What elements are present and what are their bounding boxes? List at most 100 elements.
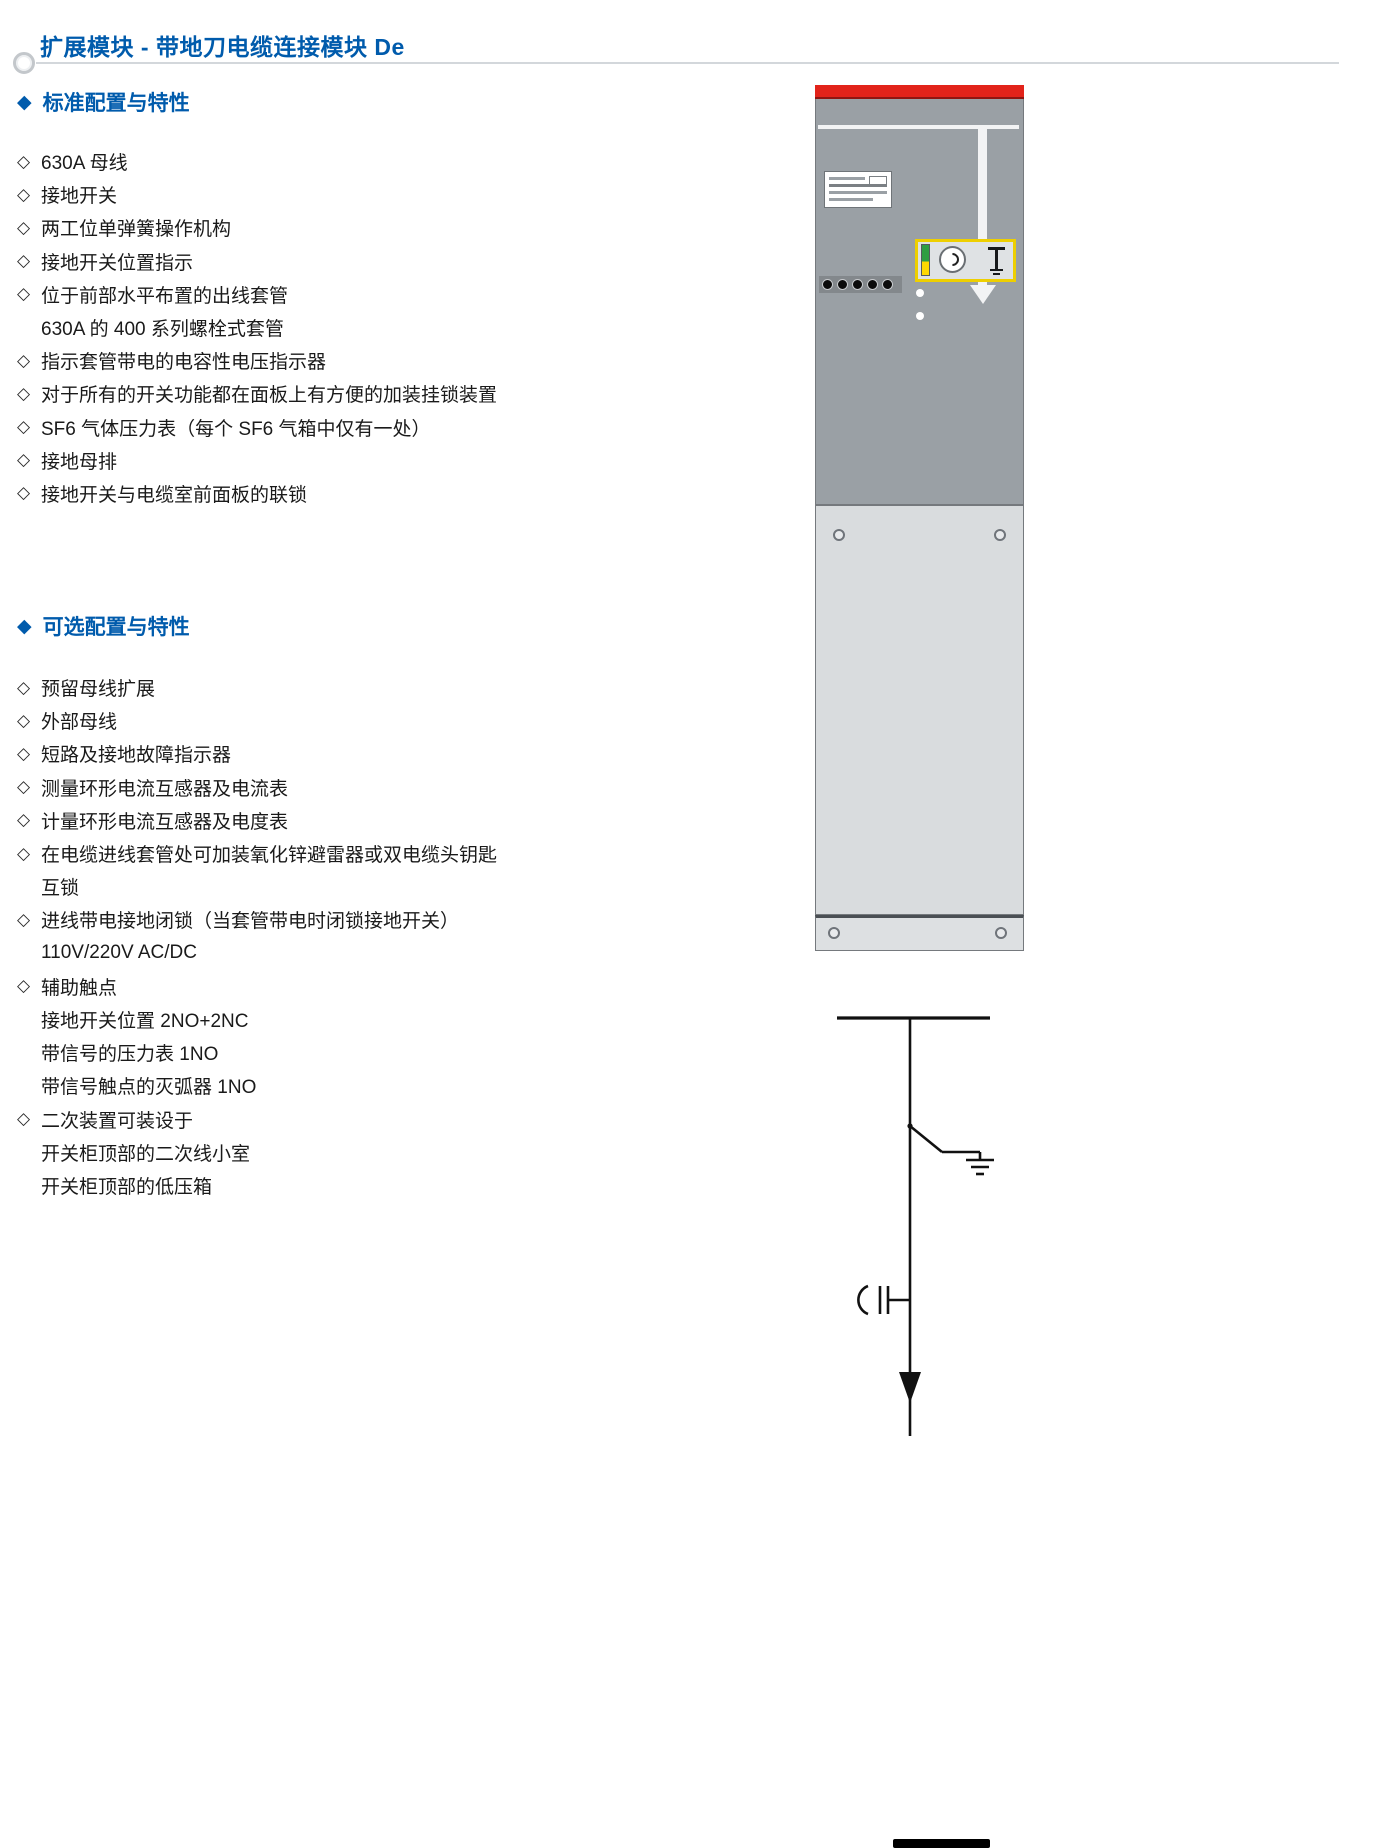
list-item-text: 测量环形电流互感器及电流表 (41, 778, 289, 800)
list-item-text: 位于前部水平布置的出线套管 (41, 285, 289, 307)
list-item: ◇接地母排 (17, 444, 497, 477)
switchgear-cabinet-illustration (815, 85, 1024, 951)
diamond-outline-icon: ◇ (17, 417, 31, 437)
cabinet-red-band-shadow (815, 97, 1024, 99)
single-line-diagram (837, 1016, 994, 1436)
list-item-text: 接地开关 (41, 186, 118, 208)
feeder-marking (978, 125, 987, 285)
list-subitem-text: 开关柜顶部的二次线小室 (41, 1143, 251, 1165)
earthing-switch-symbol (907, 1123, 980, 1154)
screw-icon (995, 927, 1007, 939)
indicator-dot (822, 279, 833, 290)
list-item-text: 指示套管带电的电容性电压指示器 (41, 352, 327, 374)
padlock-hole-icon (916, 289, 924, 297)
list-subitem-text: 带信号触点的灭弧器 1NO (41, 1077, 257, 1099)
list-item: ◇ 接地开关与电缆室前面板的联锁 (17, 477, 497, 510)
list-item: ◇ 进线带电接地闭锁（当套管带电时闭锁接地开关） (17, 903, 497, 936)
rating-plate-logo (869, 176, 887, 186)
list-subitem: 110V/220V AC/DC (17, 937, 497, 970)
gas-pressure-gauge-icon (921, 244, 930, 276)
diamond-outline-icon: ◇ (17, 710, 31, 730)
diamond-outline-icon: ◇ (17, 777, 31, 797)
knob-arrow-icon (943, 250, 962, 269)
optional-feature-list: ◇ 预留母线扩展 ◇ 外部母线 ◇ 短路及接地故障指示器 ◇ 测量环形电流互感器及电流表… (17, 671, 497, 1202)
cable-compartment-front-panel (815, 505, 1024, 915)
list-subitem-text: 互锁 (41, 878, 80, 900)
rating-plate (824, 171, 892, 208)
list-item-text: 630A 母线 (41, 153, 128, 175)
indicator-dot (837, 279, 848, 290)
filled-diamond-icon: ◆ (17, 91, 32, 113)
list-item: ◇接地开关位置指示 (17, 245, 497, 278)
diamond-outline-icon: ◇ (17, 284, 31, 304)
diamond-outline-icon: ◇ (17, 217, 31, 237)
screw-icon (828, 927, 840, 939)
diamond-outline-icon: ◇ (17, 909, 31, 929)
list-subitem: 开关柜顶部的低压箱 (17, 1169, 497, 1202)
diamond-outline-icon: ◇ (17, 450, 31, 470)
down-arrow-marking (970, 285, 996, 304)
earthing-position-icon (984, 245, 1010, 277)
list-item: ◇ 预留母线扩展 (17, 671, 497, 704)
list-item: ◇ 对于所有的开关功能都在面板上有方便的加装挂锁装置 (17, 377, 497, 410)
title-divider (36, 62, 1339, 64)
diamond-outline-icon: ◇ (17, 383, 31, 403)
standard-feature-list: ◇630A 母线 ◇接地开关 ◇两工位单弹簧操作机构 ◇接地开关位置指示 ◇位于… (17, 145, 497, 510)
earthing-switch-knob-icon (939, 246, 966, 273)
list-item: ◇两工位单弹簧操作机构 (17, 211, 497, 244)
list-item-text: 外部母线 (41, 712, 118, 734)
list-item: ◇ SF6 气体压力表（每个 SF6 气箱中仅有一处） (17, 411, 497, 444)
rating-plate-line (829, 198, 873, 201)
list-subitem-text: 110V/220V AC/DC (41, 942, 197, 964)
indicator-dots-strip (819, 276, 902, 293)
diamond-outline-icon: ◇ (17, 483, 31, 503)
page-title: 扩展模块 - 带地刀电缆连接模块 De (40, 34, 405, 60)
binder-ring-icon (13, 52, 35, 74)
list-subitem: 630A 的 400 系列螺栓式套管 (17, 311, 497, 344)
list-item: ◇ 位于前部水平布置的出线套管 (17, 278, 497, 311)
list-item-text: SF6 气体压力表（每个 SF6 气箱中仅有一处） (41, 418, 431, 440)
list-item: ◇ 外部母线 (17, 704, 497, 737)
list-item: ◇计量环形电流互感器及电度表 (17, 804, 497, 837)
indicator-dot (867, 279, 878, 290)
earthing-icon-base (993, 273, 1000, 275)
section-heading-text: 可选配置与特性 (42, 616, 190, 639)
list-item-text: 短路及接地故障指示器 (41, 745, 232, 767)
padlock-hole-icon (916, 312, 924, 320)
cable-arrow (899, 1372, 921, 1403)
section-heading-text: 标准配置与特性 (42, 92, 190, 115)
list-subitem: 互锁 (17, 870, 497, 903)
list-item-text: 辅助触点 (41, 977, 118, 999)
diamond-outline-icon: ◇ (17, 810, 31, 830)
operation-panel (915, 239, 1016, 282)
list-subitem-text: 接地开关位置 2NO+2NC (41, 1010, 249, 1032)
screw-icon (833, 529, 845, 541)
list-item-text: 二次装置可装设于 (41, 1110, 194, 1132)
cabinet-plinth (815, 915, 1024, 951)
list-subitem: 开关柜顶部的二次线小室 (17, 1136, 497, 1169)
diamond-outline-icon: ◇ (17, 184, 31, 204)
section-heading-standard: ◆ 标准配置与特性 (17, 87, 190, 117)
list-item-text: 预留母线扩展 (41, 679, 156, 701)
list-item-text: 进线带电接地闭锁（当套管带电时闭锁接地开关） (41, 911, 460, 933)
list-item: ◇ 接地开关 (17, 178, 497, 211)
diamond-outline-icon: ◇ (17, 743, 31, 763)
indicator-dot (852, 279, 863, 290)
list-subitem-text: 带信号的压力表 1NO (41, 1044, 219, 1066)
list-item-text: 接地开关位置指示 (41, 252, 194, 274)
diamond-outline-icon: ◇ (17, 677, 31, 697)
cabinet-red-band (815, 85, 1024, 97)
earthing-icon-base (990, 269, 1003, 271)
list-item: ◇ 二次装置可装设于 (17, 1102, 497, 1135)
list-item-text: 对于所有的开关功能都在面板上有方便的加装挂锁装置 (41, 385, 498, 407)
diamond-outline-icon: ◇ (17, 843, 31, 863)
filled-diamond-icon: ◆ (17, 615, 32, 637)
list-item: ◇在电缆进线套管处可加装氧化锌避雷器或双电缆头钥匙 (17, 837, 497, 870)
list-item: ◇ 短路及接地故障指示器 (17, 737, 497, 770)
list-item-text: 接地开关与电缆室前面板的联锁 (41, 484, 308, 506)
footer-bar (893, 1839, 990, 1848)
list-subitem: 带信号触点的灭弧器 1NO (17, 1069, 497, 1102)
list-subitem: 接地开关位置 2NO+2NC (17, 1003, 497, 1036)
diamond-outline-icon: ◇ (17, 1109, 31, 1129)
